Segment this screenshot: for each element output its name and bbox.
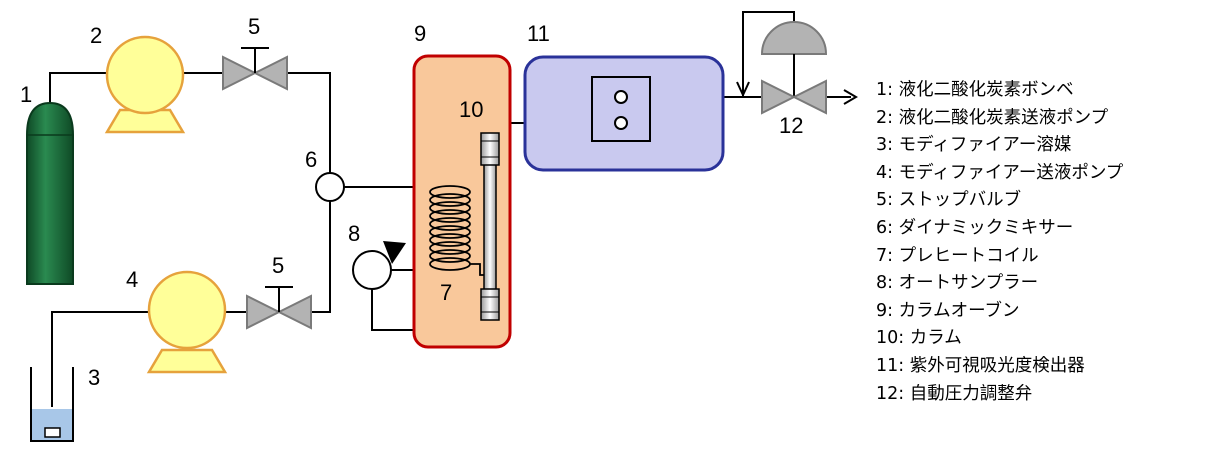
- dynamic-mixer: [315, 172, 345, 202]
- label-7: 7: [440, 280, 452, 305]
- preheat-coil: [429, 185, 490, 276]
- label-5-upper: 5: [248, 14, 260, 39]
- legend-item: 3: モディファイアー溶媒: [876, 135, 1072, 156]
- legend-item: 5: ストップバルブ: [876, 190, 1022, 211]
- legend-item: 1: 液化二酸化炭素ボンベ: [876, 80, 1074, 100]
- label-9: 9: [414, 21, 426, 46]
- legend-item: 8: オートサンプラー: [876, 273, 1039, 294]
- co2-cylinder: [26, 101, 74, 285]
- label-2: 2: [90, 23, 102, 48]
- label-1: 1: [20, 82, 32, 107]
- legend-item: 6: ダイナミックミキサー: [876, 217, 1074, 238]
- label-3: 3: [88, 365, 100, 390]
- legend-item: 10: カラム: [876, 328, 962, 349]
- legend-item: 4: モディファイアー送液ポンプ: [876, 162, 1124, 183]
- modifier-pump: [146, 270, 228, 374]
- column: [480, 132, 500, 321]
- legend: 1: 液化二酸化炭素ボンベ 2: 液化二酸化炭素送液ポンプ 3: モディファイア…: [876, 77, 1123, 408]
- component-numbers: 1 2 3 4 5 5 6 7 8 9 10 11 12: [20, 14, 803, 390]
- label-6: 6: [305, 147, 317, 172]
- label-4: 4: [126, 267, 138, 292]
- legend-item: 11: 紫外可視吸光度検出器: [876, 355, 1085, 376]
- stop-valve-lower: [246, 286, 312, 330]
- legend-item: 9: カラムオーブン: [876, 300, 1020, 321]
- label-5-lower: 5: [272, 253, 284, 278]
- uv-vis-detector: [523, 55, 725, 172]
- legend-item: 7: プレヒートコイル: [876, 245, 1039, 266]
- back-pressure-regulator: [736, 21, 858, 115]
- label-8: 8: [348, 221, 360, 246]
- autosampler: [352, 241, 406, 290]
- label-12: 12: [779, 113, 803, 138]
- label-10: 10: [459, 97, 483, 122]
- modifier-solvent-bottle: [30, 367, 74, 442]
- legend-item: 2: 液化二酸化炭素送液ポンプ: [876, 107, 1109, 128]
- label-11: 11: [527, 21, 550, 46]
- legend-item: 12: 自動圧力調整弁: [876, 383, 1033, 404]
- stop-valve-upper: [222, 47, 288, 91]
- co2-pump: [104, 35, 186, 134]
